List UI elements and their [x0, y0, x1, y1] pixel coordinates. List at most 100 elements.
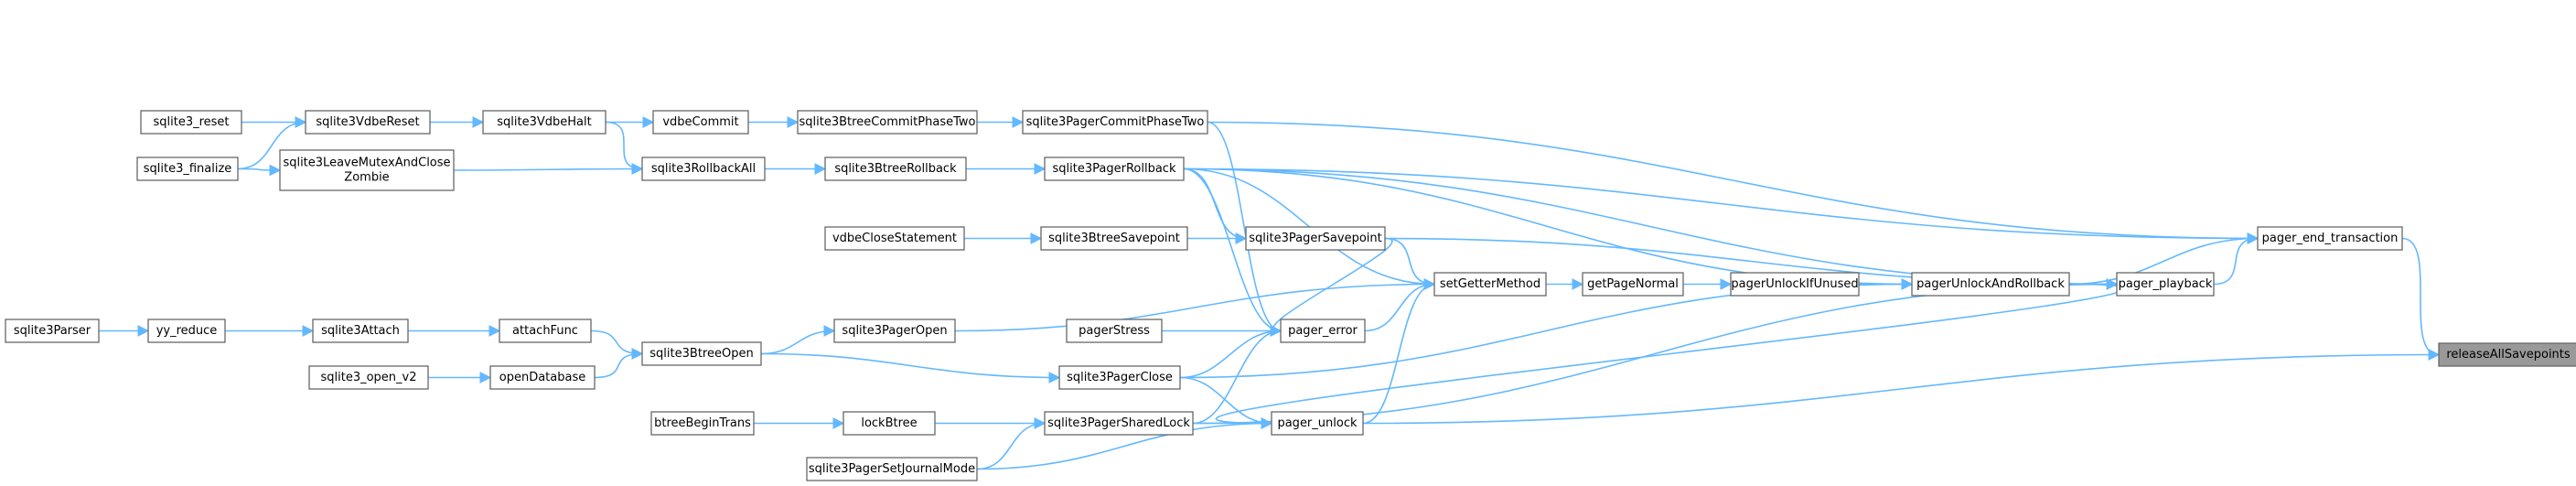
node-pagerStress[interactable]: pagerStress	[1066, 319, 1163, 343]
node-sqlite3PagerSharedLock[interactable]: sqlite3PagerSharedLock	[1044, 411, 1194, 436]
node-setGetterMethod[interactable]: setGetterMethod	[1433, 272, 1547, 297]
node-pager_error[interactable]: pager_error	[1280, 319, 1366, 343]
node-sqlite3PagerSetJournalMode[interactable]: sqlite3PagerSetJournalMode	[806, 457, 978, 481]
edge-pager_end_transaction-to-releaseAllSavepoints	[2401, 237, 2441, 361]
node-sqlite3PagerCommitPhaseTwo[interactable]: sqlite3PagerCommitPhaseTwo	[1022, 110, 1208, 135]
node-vdbeCloseStatement[interactable]: vdbeCloseStatement	[824, 226, 965, 251]
node-box	[482, 110, 606, 135]
node-label: sqlite3BtreeOpen	[649, 347, 753, 361]
node-sqlite3BtreeOpen[interactable]: sqlite3BtreeOpen	[641, 341, 762, 366]
node-box	[1044, 157, 1185, 181]
node-box	[824, 226, 965, 251]
node-box	[136, 157, 239, 181]
node-openDatabase[interactable]: openDatabase	[489, 365, 596, 390]
node-box	[1245, 226, 1386, 251]
node-sqlite3Parser[interactable]: sqlite3Parser	[5, 319, 100, 343]
node-label: sqlite3VdbeHalt	[497, 115, 591, 129]
node-sqlite3BtreeCommitPhaseTwo[interactable]: sqlite3BtreeCommitPhaseTwo	[797, 110, 978, 135]
node-box	[824, 157, 967, 181]
edge-sqlite3PagerCommitPhaseTwo-to-pager_error	[1207, 121, 1283, 337]
node-label: setGetterMethod	[1440, 277, 1540, 291]
node-getPageNormal[interactable]: getPageNormal	[1582, 272, 1684, 297]
node-box	[1058, 365, 1181, 390]
edge-sqlite3PagerRollback-to-sqlite3PagerSavepoint	[1183, 167, 1248, 244]
node-pagerUnlockAndRollback[interactable]: pagerUnlockAndRollback	[1911, 272, 2070, 297]
node-sqlite3PagerSavepoint[interactable]: sqlite3PagerSavepoint	[1245, 226, 1386, 251]
node-box	[1433, 272, 1547, 297]
edge-sqlite3BtreeOpen-to-sqlite3PagerClose	[760, 352, 1061, 383]
node-box	[489, 365, 596, 390]
edge-attachFunc-to-sqlite3BtreeOpen	[590, 329, 644, 360]
node-box	[1582, 272, 1684, 297]
node-vdbeCommit[interactable]: vdbeCommit	[652, 110, 749, 135]
node-pagerUnlockIfUnused[interactable]: pagerUnlockIfUnused	[1730, 272, 1860, 297]
node-label: sqlite3BtreeRollback	[834, 162, 957, 176]
node-label: btreeBeginTrans	[654, 416, 751, 430]
edge-sqlite3PagerRollback-to-pager_error	[1183, 167, 1283, 337]
edge-pager_unlock-to-releaseAllSavepoints	[1362, 349, 2441, 425]
node-box	[806, 457, 978, 481]
node-sqlite3PagerRollback[interactable]: sqlite3PagerRollback	[1044, 157, 1185, 181]
edges-layer	[99, 116, 2441, 470]
node-box	[1044, 411, 1194, 436]
node-sqlite3RollbackAll[interactable]: sqlite3RollbackAll	[641, 157, 766, 181]
node-lockBtree[interactable]: lockBtree	[843, 411, 936, 436]
node-label: Zombie	[344, 171, 389, 185]
edge-sqlite3_finalize-to-sqlite3LeaveMutexAndCloseZombie	[237, 164, 282, 177]
node-pager_playback[interactable]: pager_playback	[2116, 272, 2215, 297]
node-box	[833, 319, 956, 343]
node-box	[797, 110, 978, 135]
edge-sqlite3PagerClose-to-pager_unlock	[1179, 376, 1273, 429]
node-label: sqlite3RollbackAll	[651, 162, 756, 176]
node-label: pager_unlock	[1277, 416, 1358, 430]
node-sqlite3PagerClose[interactable]: sqlite3PagerClose	[1058, 365, 1181, 390]
node-sqlite3BtreeSavepoint[interactable]: sqlite3BtreeSavepoint	[1040, 226, 1188, 251]
edge-pagerUnlockAndRollback-to-pager_unlock	[1215, 283, 2126, 429]
node-btreeBeginTrans[interactable]: btreeBeginTrans	[650, 411, 755, 436]
node-sqlite3VdbeReset[interactable]: sqlite3VdbeReset	[305, 110, 431, 135]
edge-sqlite3PagerSharedLock-to-pager_playback	[1192, 278, 2119, 425]
node-box	[652, 110, 749, 135]
node-label: pager_error	[1288, 324, 1358, 338]
node-yy_reduce[interactable]: yy_reduce	[147, 319, 226, 343]
edge-sqlite3_finalize-to-sqlite3VdbeReset	[237, 116, 307, 170]
node-sqlite3_finalize[interactable]: sqlite3_finalize	[136, 157, 239, 181]
node-box	[650, 411, 755, 436]
node-sqlite3PagerOpen[interactable]: sqlite3PagerOpen	[833, 319, 956, 343]
node-box	[1022, 110, 1208, 135]
edge-sqlite3PagerCommitPhaseTwo-to-pager_end_transaction	[1207, 121, 2259, 244]
edge-pager_unlock-to-setGetterMethod	[1362, 278, 1436, 425]
node-label: pager_end_transaction	[2262, 232, 2399, 245]
node-releaseAllSavepoints[interactable]: releaseAllSavepoints	[2438, 342, 2576, 367]
edge-sqlite3PagerSetJournalMode-to-sqlite3PagerSharedLock	[976, 417, 1046, 470]
node-label: sqlite3PagerRollback	[1053, 162, 1176, 176]
node-label: pager_playback	[2119, 277, 2213, 291]
node-pager_unlock[interactable]: pager_unlock	[1271, 411, 1364, 436]
node-label: pagerUnlockAndRollback	[1916, 277, 2065, 291]
node-sqlite3_open_v2[interactable]: sqlite3_open_v2	[308, 365, 429, 390]
node-sqlite3BtreeRollback[interactable]: sqlite3BtreeRollback	[824, 157, 967, 181]
node-label: sqlite3PagerSavepoint	[1249, 232, 1382, 245]
node-box	[308, 365, 429, 390]
edge-sqlite3PagerSavepoint-to-pager_error	[1270, 237, 1393, 337]
node-label: pagerStress	[1079, 324, 1150, 338]
edge-sqlite3VdbeHalt-to-sqlite3RollbackAll	[605, 121, 644, 175]
node-label: sqlite3PagerSharedLock	[1047, 416, 1190, 430]
node-sqlite3VdbeHalt[interactable]: sqlite3VdbeHalt	[482, 110, 606, 135]
node-label: lockBtree	[861, 416, 917, 430]
node-sqlite3_reset[interactable]: sqlite3_reset	[140, 110, 242, 135]
edge-sqlite3PagerRollback-to-pager_end_transaction	[1183, 167, 2259, 244]
node-sqlite3Attach[interactable]: sqlite3Attach	[312, 319, 409, 343]
node-attachFunc[interactable]: attachFunc	[499, 319, 592, 343]
node-pager_end_transaction[interactable]: pager_end_transaction	[2257, 226, 2403, 251]
node-box	[1730, 272, 1860, 297]
edge-sqlite3BtreeOpen-to-sqlite3PagerOpen	[760, 325, 836, 355]
edge-pager_playback-to-pager_end_transaction	[2213, 232, 2259, 286]
node-box	[1271, 411, 1364, 436]
node-box	[147, 319, 226, 343]
node-label: openDatabase	[499, 371, 585, 384]
node-label: sqlite3VdbeReset	[316, 115, 419, 129]
node-box	[140, 110, 242, 135]
